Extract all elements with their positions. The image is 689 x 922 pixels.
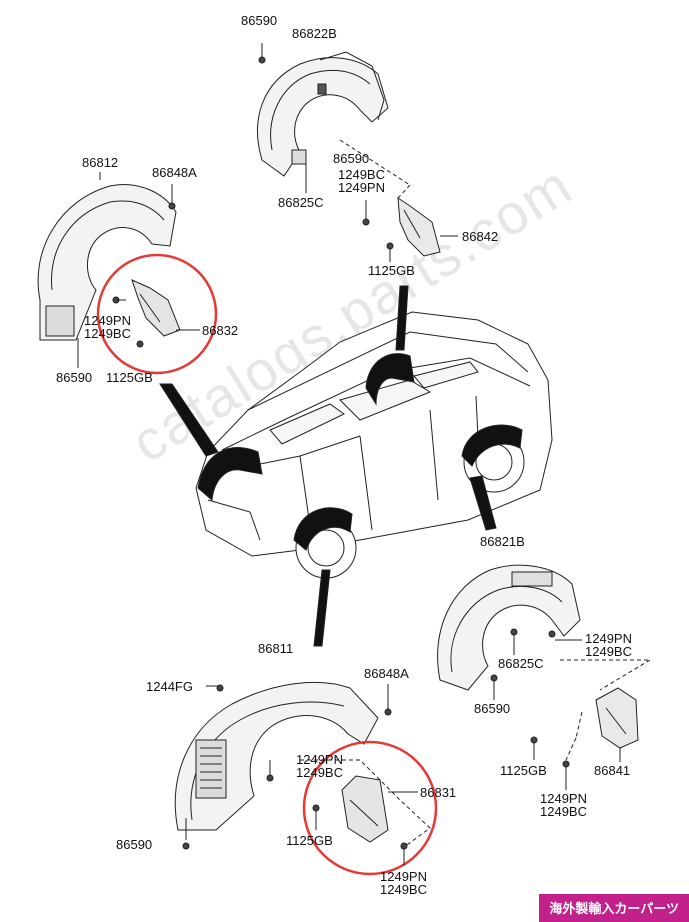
label-1249pn-c: 1249PN	[585, 631, 632, 646]
label-86831: 86831	[420, 785, 457, 800]
label-86590-top: 86590	[241, 13, 278, 28]
label-86842: 86842	[462, 229, 499, 244]
bolt-86848a-top	[168, 202, 176, 210]
label-86841: 86841	[594, 763, 631, 778]
label-1249pn-b: 1249PN	[84, 313, 131, 328]
label-86590-bottom: 86590	[116, 837, 153, 852]
label-1249pn-e: 1249PN	[296, 752, 343, 767]
label-1249bc-c: 1249BC	[585, 644, 632, 659]
mud-flap-86842	[397, 197, 441, 257]
mud-flap-86841	[595, 687, 639, 749]
label-1249pn-a: 1249PN	[338, 180, 385, 195]
pointer-front-left	[159, 383, 219, 457]
label-86825c-top: 86825C	[278, 195, 324, 210]
highlight-circle-86831	[302, 740, 438, 876]
label-86848a-bottom: 86848A	[364, 666, 409, 681]
label-86590-left: 86590	[56, 370, 93, 385]
label-1249pn-f: 1249PN	[380, 869, 427, 884]
mud-flap-86832	[131, 279, 181, 337]
label-1125gb-bottom: 1125GB	[286, 833, 333, 848]
label-86822b: 86822B	[292, 26, 337, 41]
pointer-rear-left	[395, 285, 409, 351]
rear-wheel-guard-86822b	[257, 51, 389, 177]
label-1249bc-e: 1249BC	[296, 765, 343, 780]
label-1249bc-d: 1249BC	[540, 804, 587, 819]
label-1249bc-b: 1249BC	[84, 326, 131, 341]
label-86590-mid: 86590	[333, 151, 370, 166]
label-86811: 86811	[258, 641, 294, 656]
label-1125gb-right: 1125GB	[500, 763, 547, 778]
label-86832: 86832	[202, 323, 239, 338]
label-1244fg: 1244FG	[146, 679, 193, 694]
arch-front-left	[197, 447, 263, 502]
label-86812: 86812	[82, 155, 119, 170]
front-right-guard-86811	[174, 681, 379, 831]
mud-flap-86831	[341, 775, 389, 843]
highlight-circle-86832	[96, 253, 218, 375]
label-1249bc-a: 1249BC	[338, 167, 385, 182]
rear-right-guard-86821b	[437, 564, 581, 691]
arch-front-right	[293, 507, 353, 551]
dashed-link-right	[560, 659, 651, 691]
vehicle-body	[195, 311, 553, 579]
label-86848a-top: 86848A	[152, 165, 197, 180]
label-86590-right: 86590	[474, 701, 511, 716]
label-1125gb-left: 1125GB	[106, 370, 153, 385]
label-86825c-right: 86825C	[498, 656, 544, 671]
arch-rear-right	[461, 424, 523, 467]
label-1249pn-d: 1249PN	[540, 791, 587, 806]
front-left-guard-86812	[37, 172, 177, 341]
pointer-front-right	[313, 569, 331, 647]
pointer-rear-right	[469, 475, 497, 531]
dashed-link-top	[339, 139, 411, 199]
label-86821b: 86821B	[480, 534, 525, 549]
arch-rear-left	[365, 353, 415, 406]
label-1125gb-top: 1125GB	[368, 263, 415, 278]
dashed-link-bottom	[300, 759, 431, 851]
label-1249bc-f: 1249BC	[380, 882, 427, 897]
clip-86590-top	[258, 56, 266, 64]
shop-badge: 海外製輸入カーパーツ	[539, 894, 689, 922]
